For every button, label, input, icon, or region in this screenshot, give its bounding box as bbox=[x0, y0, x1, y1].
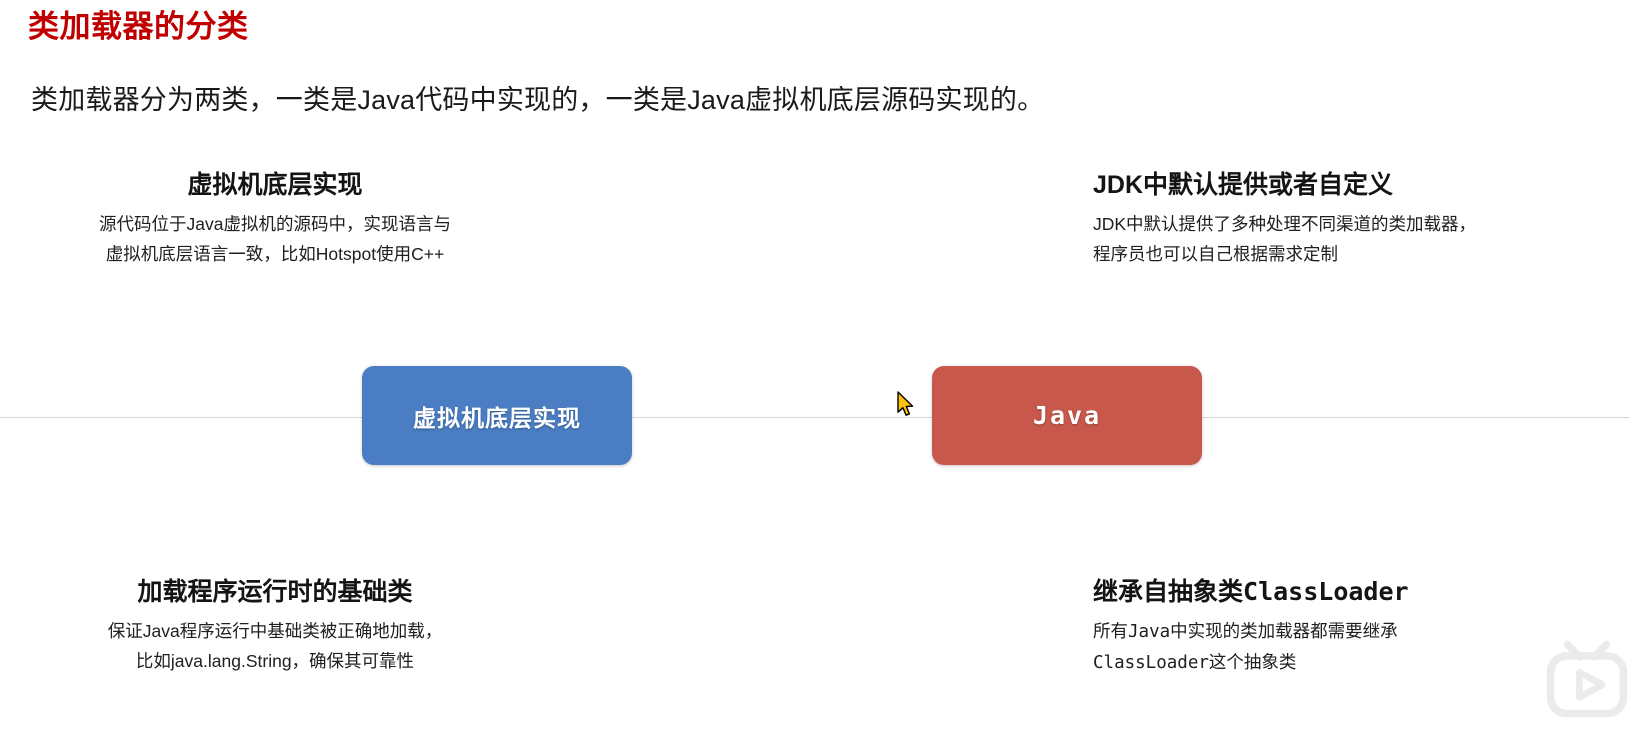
quadrant-bottom-right-body-line-1: 所有Java中实现的类加载器都需要继承 bbox=[1093, 616, 1623, 647]
quadrant-bottom-left-body: 保证Java程序运行中基础类被正确地加载， 比如java.lang.String… bbox=[10, 616, 540, 676]
quadrant-bottom-left: 加载程序运行时的基础类 保证Java程序运行中基础类被正确地加载， 比如java… bbox=[10, 578, 540, 676]
quadrant-top-left-body-line-2: 虚拟机底层语言一致，比如Hotspot使用C++ bbox=[105, 243, 445, 264]
arrow-pointer-icon bbox=[897, 391, 914, 416]
quadrant-bottom-right-body-line-2: ClassLoader这个抽象类 bbox=[1093, 647, 1623, 678]
quadrant-top-right: JDK中默认提供或者自定义 JDK中默认提供了多种处理不同渠道的类加载器， 程序… bbox=[1093, 171, 1623, 269]
page-title: 类加载器的分类 bbox=[28, 9, 249, 44]
quadrant-bottom-right-heading-text: 继承自抽象类 bbox=[1093, 578, 1244, 606]
br-line1-suffix: 中实现的类加载器都需要继承 bbox=[1170, 620, 1398, 641]
quadrant-top-right-body-line-1: JDK中默认提供了多种处理不同渠道的类加载器， bbox=[1093, 213, 1477, 234]
quadrant-bottom-right-heading: 继承自抽象类ClassLoader bbox=[1093, 577, 1623, 607]
quadrant-bottom-left-body-line-1: 保证Java程序运行中基础类被正确地加载， bbox=[107, 620, 443, 641]
node-box-java-label: Java bbox=[1032, 401, 1102, 430]
quadrant-bottom-right-body: 所有Java中实现的类加载器都需要继承 ClassLoader这个抽象类 bbox=[1093, 616, 1623, 678]
quadrant-top-left-body-line-1: 源代码位于Java虚拟机的源码中，实现语言与 bbox=[99, 213, 451, 234]
br-line2-suffix: 这个抽象类 bbox=[1208, 651, 1297, 672]
quadrant-top-right-body-line-2: 程序员也可以自己根据需求定制 bbox=[1093, 243, 1338, 264]
center-axis-line bbox=[0, 417, 1629, 418]
quadrant-top-right-heading: JDK中默认提供或者自定义 bbox=[1093, 171, 1394, 199]
quadrant-top-left: 虚拟机底层实现 源代码位于Java虚拟机的源码中，实现语言与 虚拟机底层语言一致… bbox=[10, 171, 540, 269]
quadrant-top-right-body: JDK中默认提供了多种处理不同渠道的类加载器， 程序员也可以自己根据需求定制 bbox=[1093, 209, 1623, 269]
node-box-vm[interactable]: 虚拟机底层实现 bbox=[362, 366, 632, 465]
node-box-java[interactable]: Java bbox=[932, 366, 1202, 465]
quadrant-top-left-body: 源代码位于Java虚拟机的源码中，实现语言与 虚拟机底层语言一致，比如Hotsp… bbox=[10, 209, 540, 269]
quadrant-bottom-left-body-line-2: 比如java.lang.String，确保其可靠性 bbox=[135, 650, 415, 671]
quadrant-bottom-right-heading-classname: ClassLoader bbox=[1243, 577, 1409, 606]
quadrant-bottom-left-heading: 加载程序运行时的基础类 bbox=[137, 578, 413, 606]
br-line1-prefix: 所有 bbox=[1093, 620, 1128, 641]
quadrant-top-left-heading: 虚拟机底层实现 bbox=[187, 171, 363, 199]
br-line1-java-token: Java bbox=[1128, 621, 1171, 642]
br-line2-classloader-token: ClassLoader bbox=[1093, 652, 1209, 673]
quadrant-bottom-right: 继承自抽象类ClassLoader 所有Java中实现的类加载器都需要继承 Cl… bbox=[1093, 577, 1623, 678]
intro-paragraph: 类加载器分为两类，一类是Java代码中实现的，一类是Java虚拟机底层源码实现的… bbox=[31, 85, 1045, 115]
node-box-vm-label: 虚拟机底层实现 bbox=[413, 404, 581, 431]
